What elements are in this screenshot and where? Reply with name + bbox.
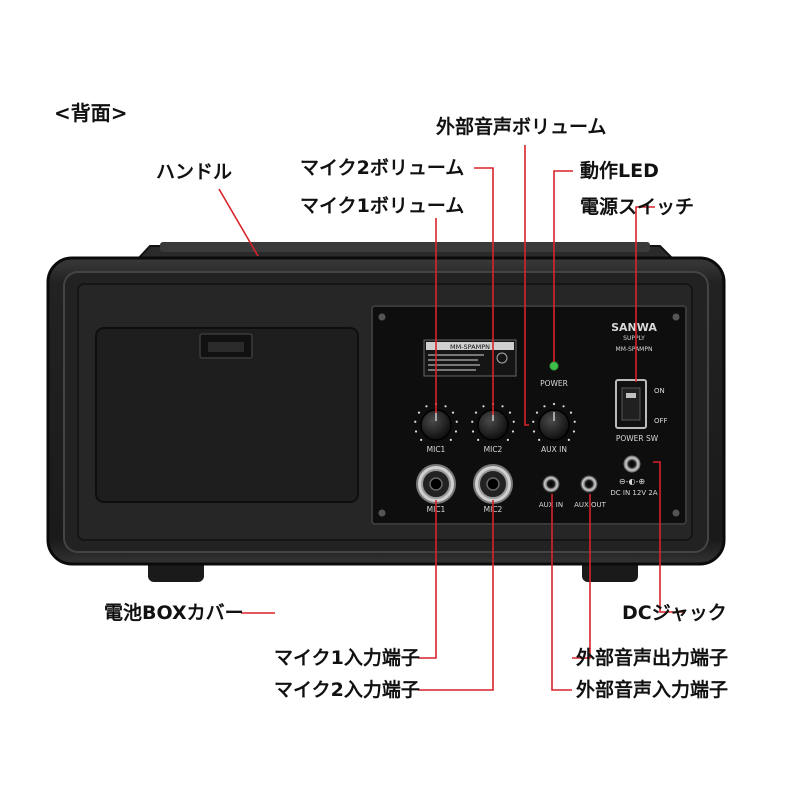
leader-lines: [218, 145, 683, 691]
label-power-switch: 電源スイッチ: [580, 196, 695, 218]
knob-aux-label: AUX IN: [541, 445, 567, 454]
handle-bar: [160, 242, 650, 252]
label-mic1-input: マイク1入力端子: [274, 647, 420, 669]
power-sw-label: POWER SW: [616, 434, 659, 443]
knob-mic1-label: MIC1: [427, 445, 446, 454]
knob-aux-in[interactable]: [532, 402, 576, 441]
brand-sub: SUPPLY: [623, 335, 645, 342]
label-aux-output: 外部音声出力端子: [576, 647, 729, 669]
power-led-label: POWER: [540, 379, 568, 388]
jack-aux-in-label: AUX IN: [539, 501, 563, 509]
label-aux-input: 外部音声入力端子: [576, 679, 729, 701]
label-led: 動作LED: [580, 160, 659, 182]
knob-mic2[interactable]: [471, 402, 515, 441]
label-aux-volume: 外部音声ボリューム: [436, 116, 607, 138]
aux-in-jack: [542, 475, 560, 493]
label-dc-jack: DCジャック: [622, 602, 727, 624]
section-heading: <背面>: [54, 101, 128, 125]
battery-cover: [95, 327, 359, 503]
mic2-jack: [473, 464, 513, 504]
sticker-model: MM-SPAMPN: [450, 343, 490, 351]
dc-in-label: DC IN 12V 2A: [610, 489, 657, 497]
label-mic2-input: マイク2入力端子: [274, 679, 420, 701]
knob-mic2-label: MIC2: [484, 445, 503, 454]
aux-out-jack: [580, 475, 598, 493]
dc-jack: [623, 455, 641, 473]
knob-mic1[interactable]: [414, 402, 458, 441]
label-battery-cover: 電池BOXカバー: [104, 602, 244, 624]
label-mic1-volume: マイク1ボリューム: [300, 195, 465, 217]
switch-on-label: ON: [654, 387, 665, 395]
label-handle: ハンドル: [156, 161, 233, 183]
switch-off-label: OFF: [654, 417, 668, 425]
mic1-jack: [416, 464, 456, 504]
label-mic2-volume: マイク2ボリューム: [300, 157, 465, 179]
power-led: [549, 361, 559, 371]
brand-logo: SANWA: [611, 321, 657, 334]
panel-model: MM-SPAMPN: [616, 346, 653, 353]
svg-text:⊖-◐-⊕: ⊖-◐-⊕: [619, 477, 645, 486]
